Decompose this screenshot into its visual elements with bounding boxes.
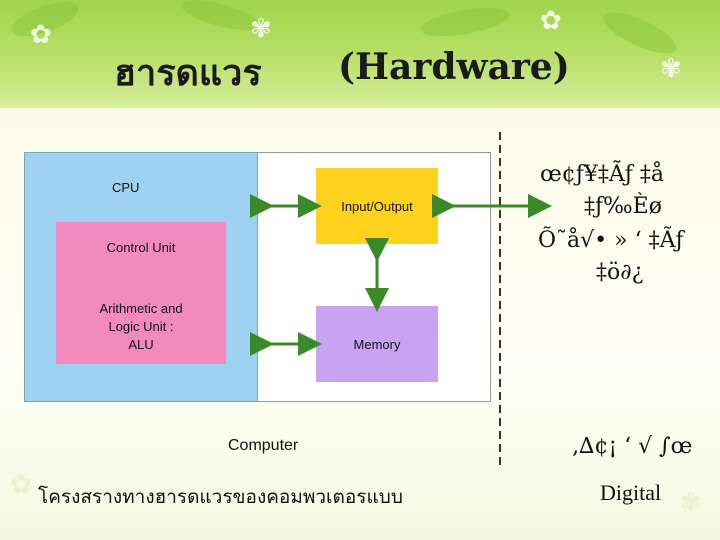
cpu-label: CPU	[112, 180, 140, 195]
alu-label-line1: Arithmetic and	[99, 301, 183, 316]
flower-icon: ✿	[10, 470, 32, 500]
flower-icon: ✾	[680, 488, 702, 518]
input-output-box: Input/Output	[316, 168, 438, 244]
external-text-line5: ‚∆¢¡ ‘ √ ∫œ	[572, 434, 693, 459]
header-banner: ✿ ✾ ✿ ✾ ฮารดแวร (Hardware)	[0, 0, 720, 108]
external-text-line2: ‡ƒ‰Èø	[584, 194, 662, 219]
alu-box: Arithmetic and Logic Unit : ALU	[56, 276, 226, 364]
page-title-english: (Hardware)	[338, 46, 570, 88]
input-output-label: Input/Output	[341, 199, 413, 214]
memory-label: Memory	[353, 337, 401, 352]
caption-thai: โครงสรางทางฮารดแวรของคอมพวเตอรแบบ	[38, 486, 403, 508]
flower-icon: ✿	[30, 20, 52, 50]
flower-icon: ✾	[660, 54, 682, 84]
control-unit-box: Control Unit	[56, 222, 226, 277]
control-unit-label: Control Unit	[106, 240, 176, 255]
caption-digital: Digital	[600, 480, 662, 505]
flower-icon: ✿	[540, 6, 562, 36]
alu-label-line3: ALU	[128, 337, 154, 352]
external-text-line1: œ¢ƒ¥‡Ãƒ ‡å	[540, 162, 665, 187]
external-text-line3: Õ˜å√• » ‘ ‡Ãƒ	[538, 228, 684, 253]
alu-label-line2: Logic Unit :	[108, 319, 174, 334]
memory-box: Memory	[316, 306, 438, 382]
external-text-line4: ‡ö∂¿	[596, 260, 644, 285]
computer-label: Computer	[228, 437, 299, 454]
page-title-thai: ฮารดแวร	[114, 52, 262, 94]
flower-icon: ✾	[250, 14, 272, 44]
alu-label: Arithmetic and Logic Unit : ALU	[66, 300, 216, 354]
